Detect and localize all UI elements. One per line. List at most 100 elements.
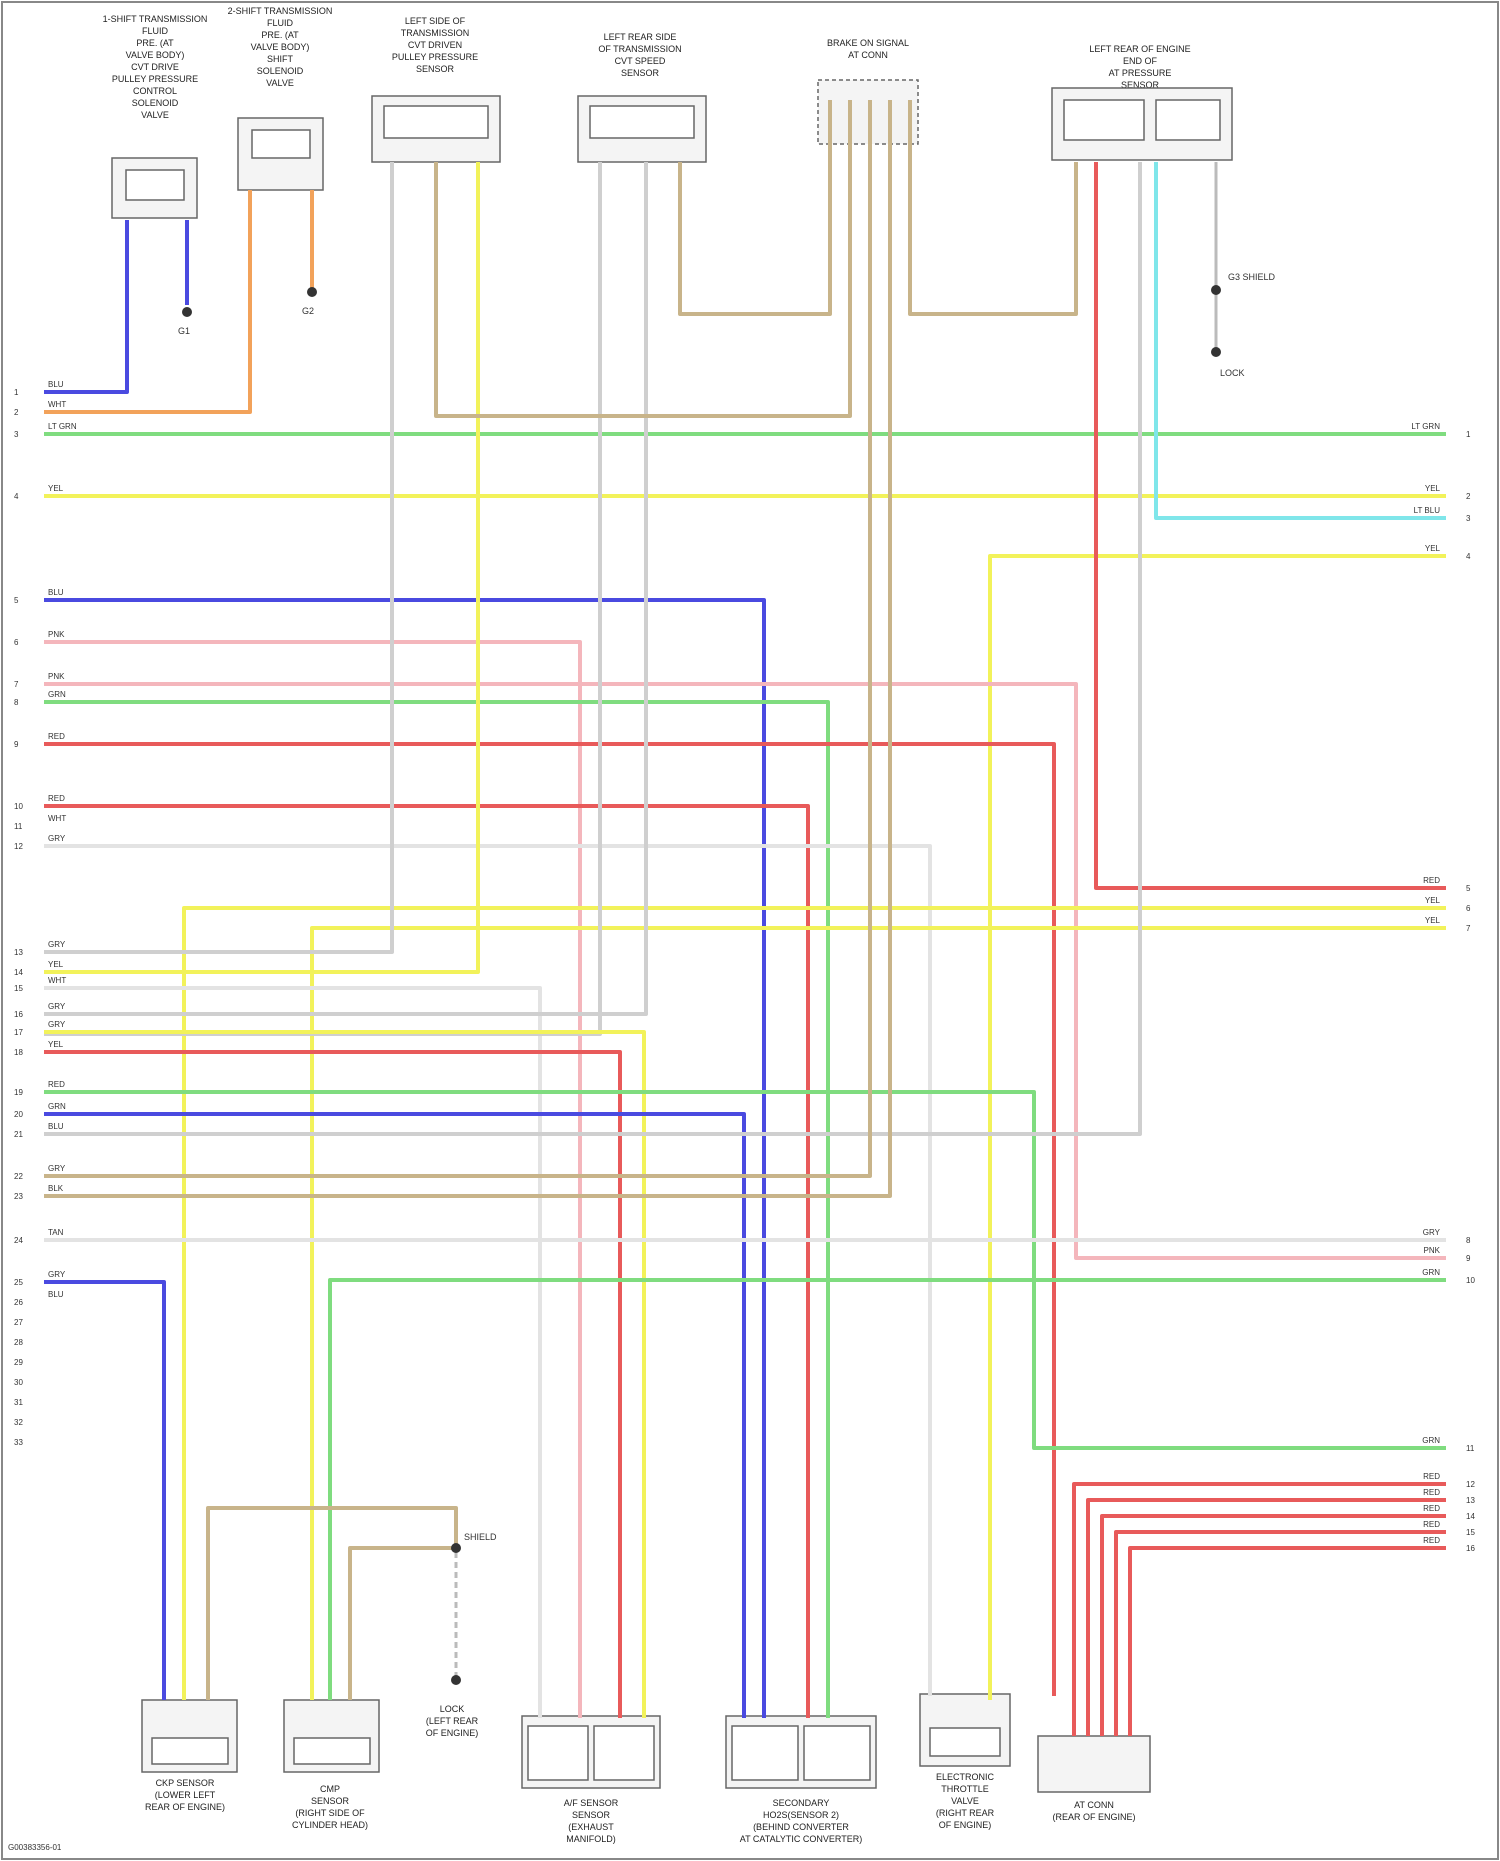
left-wire-label: GRY — [48, 1270, 66, 1279]
left-pin-number: 32 — [14, 1418, 23, 1427]
connector-c6-inner-a — [1064, 100, 1144, 140]
left-pin-number: 1 — [14, 388, 19, 397]
left-pin-column: 1234567891011121314151617181920212223242… — [14, 388, 23, 1447]
right-pin-number: 5 — [1466, 884, 1471, 893]
right-pin-number: 4 — [1466, 552, 1471, 561]
component-label-b4: A/F SENSORSENSOR(EXHAUSTMANIFOLD) — [564, 1798, 619, 1844]
wire-gray-13 — [44, 988, 540, 1718]
left-pin-number: 3 — [14, 430, 19, 439]
left-pin-number: 19 — [14, 1088, 23, 1097]
diagram-code: G00383356-01 — [8, 1843, 62, 1852]
wire-cyan-c6 — [1156, 162, 1446, 518]
right-wire-label: YEL — [1425, 484, 1441, 493]
wire-red-c6-right — [1096, 162, 1446, 888]
right-wire-label: RED — [1423, 1536, 1440, 1545]
wire-blue-26 — [44, 1282, 164, 1700]
connector-c1-inner — [126, 170, 184, 200]
wire-gray-c3 — [44, 162, 392, 952]
wire-gray-c4-a — [44, 162, 646, 1014]
left-wire-label: WHT — [48, 814, 66, 823]
ground-dot-g5 — [451, 1543, 461, 1553]
ground-label-g2: G2 — [302, 306, 314, 316]
connector-c2-inner — [252, 130, 310, 158]
left-wire-label: GRY — [48, 1002, 66, 1011]
wire-green-9 — [44, 702, 828, 1718]
ground-label-g1: G1 — [178, 326, 190, 336]
left-pin-number: 33 — [14, 1438, 23, 1447]
wire-red-10 — [44, 744, 1054, 1696]
right-wire-label: LT GRN — [1411, 422, 1440, 431]
connector-c3-inner — [384, 106, 488, 138]
component-label-b2: CMPSENSOR(RIGHT SIDE OFCYLINDER HEAD) — [292, 1784, 368, 1830]
left-wire-label: GRY — [48, 1164, 66, 1173]
left-wire-label: BLU — [48, 1290, 64, 1299]
left-wire-label: BLU — [48, 588, 64, 597]
wire-group — [44, 100, 1446, 1736]
left-wire-label: YEL — [48, 484, 64, 493]
left-wire-label: LT GRN — [48, 422, 77, 431]
connector-b2-inner — [294, 1738, 370, 1764]
wire-red-b7-4 — [1116, 1532, 1446, 1736]
right-pin-number: 7 — [1466, 924, 1471, 933]
wire-red-11 — [44, 806, 808, 1718]
connector-b6-inner — [930, 1728, 1000, 1756]
left-pin-number: 8 — [14, 698, 19, 707]
left-wire-label: YEL — [48, 1040, 64, 1049]
wire-red-b7-2 — [1088, 1500, 1446, 1736]
left-pin-number: 18 — [14, 1048, 23, 1057]
right-wire-label: YEL — [1425, 896, 1441, 905]
right-wire-label: GRN — [1422, 1436, 1440, 1445]
left-pin-number: 27 — [14, 1318, 23, 1327]
right-wire-label: RED — [1423, 1504, 1440, 1513]
left-pin-number: 24 — [14, 1236, 23, 1245]
left-wire-label: GRY — [48, 1020, 66, 1029]
wire-tan-c6 — [910, 100, 1076, 314]
right-pin-number: 6 — [1466, 904, 1471, 913]
left-wire-label: GRY — [48, 940, 66, 949]
wire-orange-2 — [44, 190, 250, 412]
left-wire-label: WHT — [48, 400, 66, 409]
left-wire-label: WHT — [48, 976, 66, 985]
right-pin-number: 8 — [1466, 1236, 1471, 1245]
left-wire-label: GRN — [48, 690, 66, 699]
left-wire-label: YEL — [48, 960, 64, 969]
left-wire-label: PNK — [48, 630, 65, 639]
ground-label-g5: LOCK — [1220, 368, 1245, 378]
right-pin-number: 14 — [1466, 1512, 1475, 1521]
right-pin-number: 16 — [1466, 1544, 1475, 1553]
component-label-b5: SECONDARYHO2S(SENSOR 2)(BEHIND CONVERTER… — [740, 1798, 863, 1844]
ground-dot-g4 — [1211, 347, 1221, 357]
wire-yellow-c3 — [44, 162, 478, 972]
wire-tan-b2-ground — [350, 1548, 456, 1700]
wire-yellow-b2-right — [312, 928, 1446, 1700]
left-pin-number: 5 — [14, 596, 19, 605]
wire-red-b7-5 — [1130, 1548, 1446, 1736]
left-wire-label: PNK — [48, 672, 65, 681]
component-label-b7: AT CONN(REAR OF ENGINE) — [1052, 1800, 1135, 1822]
left-pin-number: 23 — [14, 1192, 23, 1201]
ground-label-g3: G3 SHIELD — [1228, 272, 1276, 282]
right-pin-number: 10 — [1466, 1276, 1475, 1285]
connector-c6-inner-b — [1156, 100, 1220, 140]
left-pin-number: 9 — [14, 740, 19, 749]
wire-blue-20 — [44, 1114, 744, 1718]
left-wire-label: RED — [48, 732, 65, 741]
right-wire-label: RED — [1423, 1472, 1440, 1481]
left-wire-label: GRY — [48, 834, 66, 843]
left-pin-number: 30 — [14, 1378, 23, 1387]
right-wire-label: GRY — [1423, 1228, 1441, 1237]
ground-dot-g2 — [307, 287, 317, 297]
left-wire-label: RED — [48, 794, 65, 803]
component-label-c2: 2-SHIFT TRANSMISSIONFLUIDPRE. (ATVALVE B… — [228, 6, 333, 88]
connector-b4-inner-a — [528, 1726, 588, 1780]
